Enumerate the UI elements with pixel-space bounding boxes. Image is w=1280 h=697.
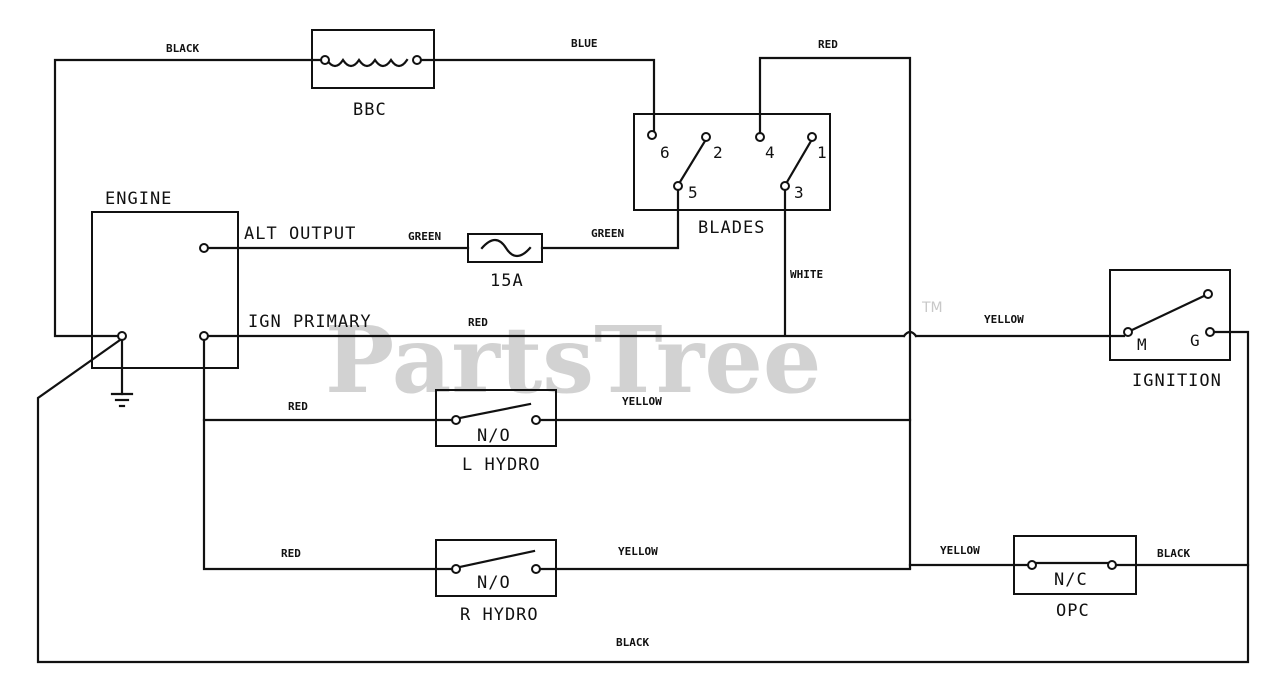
bbc-terminal-right — [412, 55, 422, 65]
l-hydro-box — [435, 389, 557, 447]
fuse-15a: 15A — [467, 233, 543, 291]
wire-green-fuse-blades — [540, 188, 680, 250]
blades-term-5-label: 5 — [688, 183, 698, 202]
ignition-pole — [1130, 294, 1206, 332]
ignition-switch: M G IGNITION — [1109, 269, 1231, 391]
blades-term-6-label: 6 — [660, 143, 670, 162]
wire-label-red-r: RED — [281, 547, 301, 560]
blades-pole-b — [785, 139, 813, 184]
opc-switch: N/C OPC — [1013, 535, 1137, 621]
wire-label-black-bottom: BLACK — [616, 636, 649, 649]
engine-ground-terminal — [117, 331, 127, 341]
alt-output-label: ALT OUTPUT — [244, 224, 356, 244]
wire-red-r-hydro — [202, 338, 454, 571]
ignition-terminal-upper — [1203, 289, 1213, 299]
blades-label: BLADES — [698, 218, 765, 238]
wire-label-yellow-ign: YELLOW — [984, 313, 1024, 326]
wire-label-green-right: GREEN — [591, 227, 624, 240]
blades-terminal-3 — [780, 181, 790, 191]
engine-alt-output-terminal — [199, 243, 209, 253]
ignition-terminal-g — [1205, 327, 1215, 337]
r-hydro-pole — [458, 549, 536, 569]
blades-terminal-4 — [755, 132, 765, 142]
wire-black-return — [36, 330, 1250, 664]
wire-label-green-left: GREEN — [408, 230, 441, 243]
blades-term-4-label: 4 — [765, 143, 775, 162]
r-hydro-switch: N/O R HYDRO — [435, 539, 557, 625]
opc-terminal-left — [1027, 560, 1037, 570]
blades-terminal-5 — [673, 181, 683, 191]
wire-black-engine-bbc — [53, 58, 323, 338]
opc-nc-label: N/C — [1054, 570, 1088, 590]
watermark: PartsTree — [325, 306, 821, 414]
opc-label: OPC — [1056, 601, 1090, 621]
wire-red-blades-bus — [758, 56, 912, 570]
fuse-element-icon — [480, 238, 532, 258]
r-hydro-label: R HYDRO — [460, 605, 539, 625]
wire-blue-bbc-blades — [419, 58, 656, 133]
blades-terminal-2 — [701, 132, 711, 142]
ignition-terminal-m — [1123, 327, 1133, 337]
blades-box — [633, 113, 831, 211]
blades-term-1-label: 1 — [817, 143, 827, 162]
bbc-component: BBC — [311, 29, 435, 120]
engine-component: ENGINE ALT OUTPUT IGN PRIMARY — [91, 189, 372, 369]
ign-primary-label: IGN PRIMARY — [248, 312, 372, 332]
ignition-g-label: G — [1190, 331, 1200, 350]
wire-label-black-top: BLACK — [166, 42, 199, 55]
wire-label-yellow-opc: YELLOW — [940, 544, 980, 557]
l-hydro-no-label: N/O — [477, 426, 511, 446]
l-hydro-terminal-right — [531, 415, 541, 425]
blades-term-2-label: 2 — [713, 143, 723, 162]
ignition-box — [1109, 269, 1231, 361]
wire-label-yellow-r: YELLOW — [618, 545, 658, 558]
l-hydro-switch: N/O L HYDRO — [435, 389, 557, 475]
wire-label-red-ign: RED — [468, 316, 488, 329]
blades-terminal-6 — [647, 130, 657, 140]
l-hydro-label: L HYDRO — [462, 455, 541, 475]
wires — [36, 56, 1250, 664]
engine-box — [91, 211, 239, 369]
engine-label: ENGINE — [105, 189, 172, 209]
blades-term-3-label: 3 — [794, 183, 804, 202]
wire-label-red-l: RED — [288, 400, 308, 413]
bbc-terminal-left — [320, 55, 330, 65]
r-hydro-no-label: N/O — [477, 573, 511, 593]
wire-crossover-hop — [902, 330, 918, 338]
ground-icon — [110, 338, 134, 408]
bbc-coil-icon — [325, 58, 409, 68]
ignition-m-label: M — [1137, 335, 1147, 354]
blades-pole-a — [678, 139, 707, 184]
wire-labels: BLACK BLUE RED GREEN GREEN WHITE RED YEL… — [166, 37, 1190, 649]
watermark-trademark: TM — [921, 300, 943, 316]
l-hydro-pole — [458, 402, 532, 420]
r-hydro-terminal-right — [531, 564, 541, 574]
blades-terminal-1 — [807, 132, 817, 142]
fuse-label: 15A — [490, 271, 524, 291]
wire-label-red-top: RED — [818, 38, 838, 51]
wire-label-white: WHITE — [790, 268, 823, 281]
opc-terminal-right — [1107, 560, 1117, 570]
wire-label-blue: BLUE — [571, 37, 598, 50]
wire-label-black-opc: BLACK — [1157, 547, 1190, 560]
engine-ign-primary-terminal — [199, 331, 209, 341]
bbc-label: BBC — [353, 100, 387, 120]
ignition-label: IGNITION — [1132, 371, 1222, 391]
blades-switch: 6 2 4 1 5 3 BLADES — [633, 113, 831, 238]
wire-label-yellow-l: YELLOW — [622, 395, 662, 408]
